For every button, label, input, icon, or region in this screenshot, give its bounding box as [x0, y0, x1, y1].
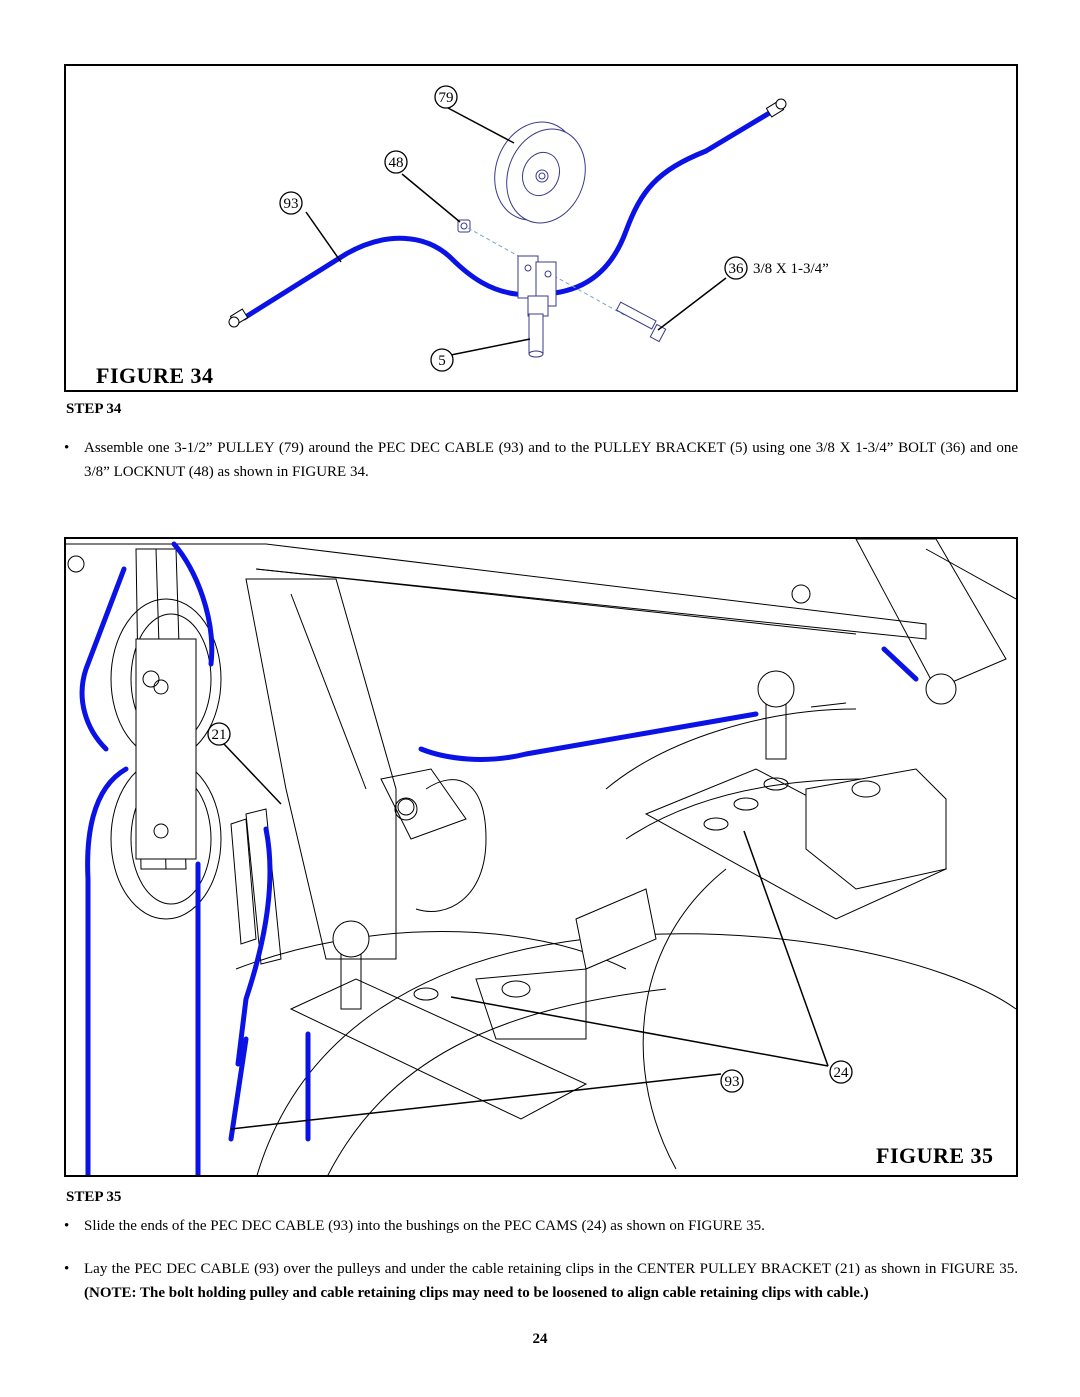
callout-24-text: 24: [834, 1065, 850, 1081]
center-column: [245, 578, 397, 960]
step-34-bullet: • Assemble one 3-1/2” PULLEY (79) around…: [64, 436, 1018, 484]
callout-36-text: 36: [729, 261, 745, 277]
callout-93: [279, 191, 303, 215]
bolt-size-label: 3/8 X 1-3/4”: [753, 261, 829, 277]
callout-21-text: 21: [212, 727, 227, 743]
figure-34-drawing: 79 48 93 36 5 3/8 X 1-3/4”: [228, 85, 829, 372]
step-34-heading: STEP 34: [66, 401, 122, 417]
callout-36: [724, 256, 748, 280]
callout-79-text: 79: [439, 90, 454, 106]
pulley-wheel: [494, 121, 586, 224]
callout-5: [430, 348, 454, 372]
step-34-bullet-text: Assemble one 3-1/2” PULLEY (79) around t…: [84, 440, 1018, 480]
step-35-bullet-2-text: Lay the PEC DEC CABLE (93) over the pull…: [84, 1261, 1018, 1277]
cable-end-left: [228, 308, 249, 328]
step-35-bullet-2-body: Lay the PEC DEC CABLE (93) over the pull…: [84, 1257, 1018, 1305]
figure-35: 21 93 24 FIGURE 35: [64, 537, 1018, 1177]
step-35-bullet-1-text: Slide the ends of the PEC DEC CABLE (93)…: [84, 1218, 765, 1234]
cable-end-right: [765, 98, 787, 118]
figure-34: 79 48 93 36 5 3/8 X 1-3/4” FIGURE 34: [64, 64, 1018, 392]
step-35-heading: STEP 35: [66, 1189, 122, 1205]
callout-93-text: 93: [284, 196, 299, 212]
callout-24: [829, 1060, 853, 1084]
pec-cam-left: [289, 978, 588, 1120]
callout-79: [434, 85, 458, 109]
figure-34-title: FIGURE 34: [96, 363, 214, 388]
callout-48-text: 48: [389, 155, 404, 171]
callout-5-text: 5: [438, 353, 446, 369]
callout-93: [720, 1069, 744, 1093]
callout-21: [207, 722, 231, 746]
locknut: [457, 219, 471, 233]
pulley-bracket: [517, 255, 557, 358]
frame-beam: [66, 543, 927, 640]
callout-48: [384, 150, 408, 174]
figure-35-drawing: 21 93 24: [66, 539, 1016, 1175]
bolt: [615, 301, 667, 343]
page-number: 24: [532, 1331, 548, 1347]
step-35-note: (NOTE: The bolt holding pulley and cable…: [84, 1285, 869, 1301]
figure-35-title: FIGURE 35: [872, 1143, 998, 1169]
step-35-bullet-2: • Lay the PEC DEC CABLE (93) over the pu…: [64, 1257, 1018, 1305]
callout-93-text: 93: [725, 1074, 740, 1090]
pec-dec-cable-runs: [79, 541, 919, 1175]
step-35-bullet-1: • Slide the ends of the PEC DEC CABLE (9…: [64, 1214, 1018, 1238]
